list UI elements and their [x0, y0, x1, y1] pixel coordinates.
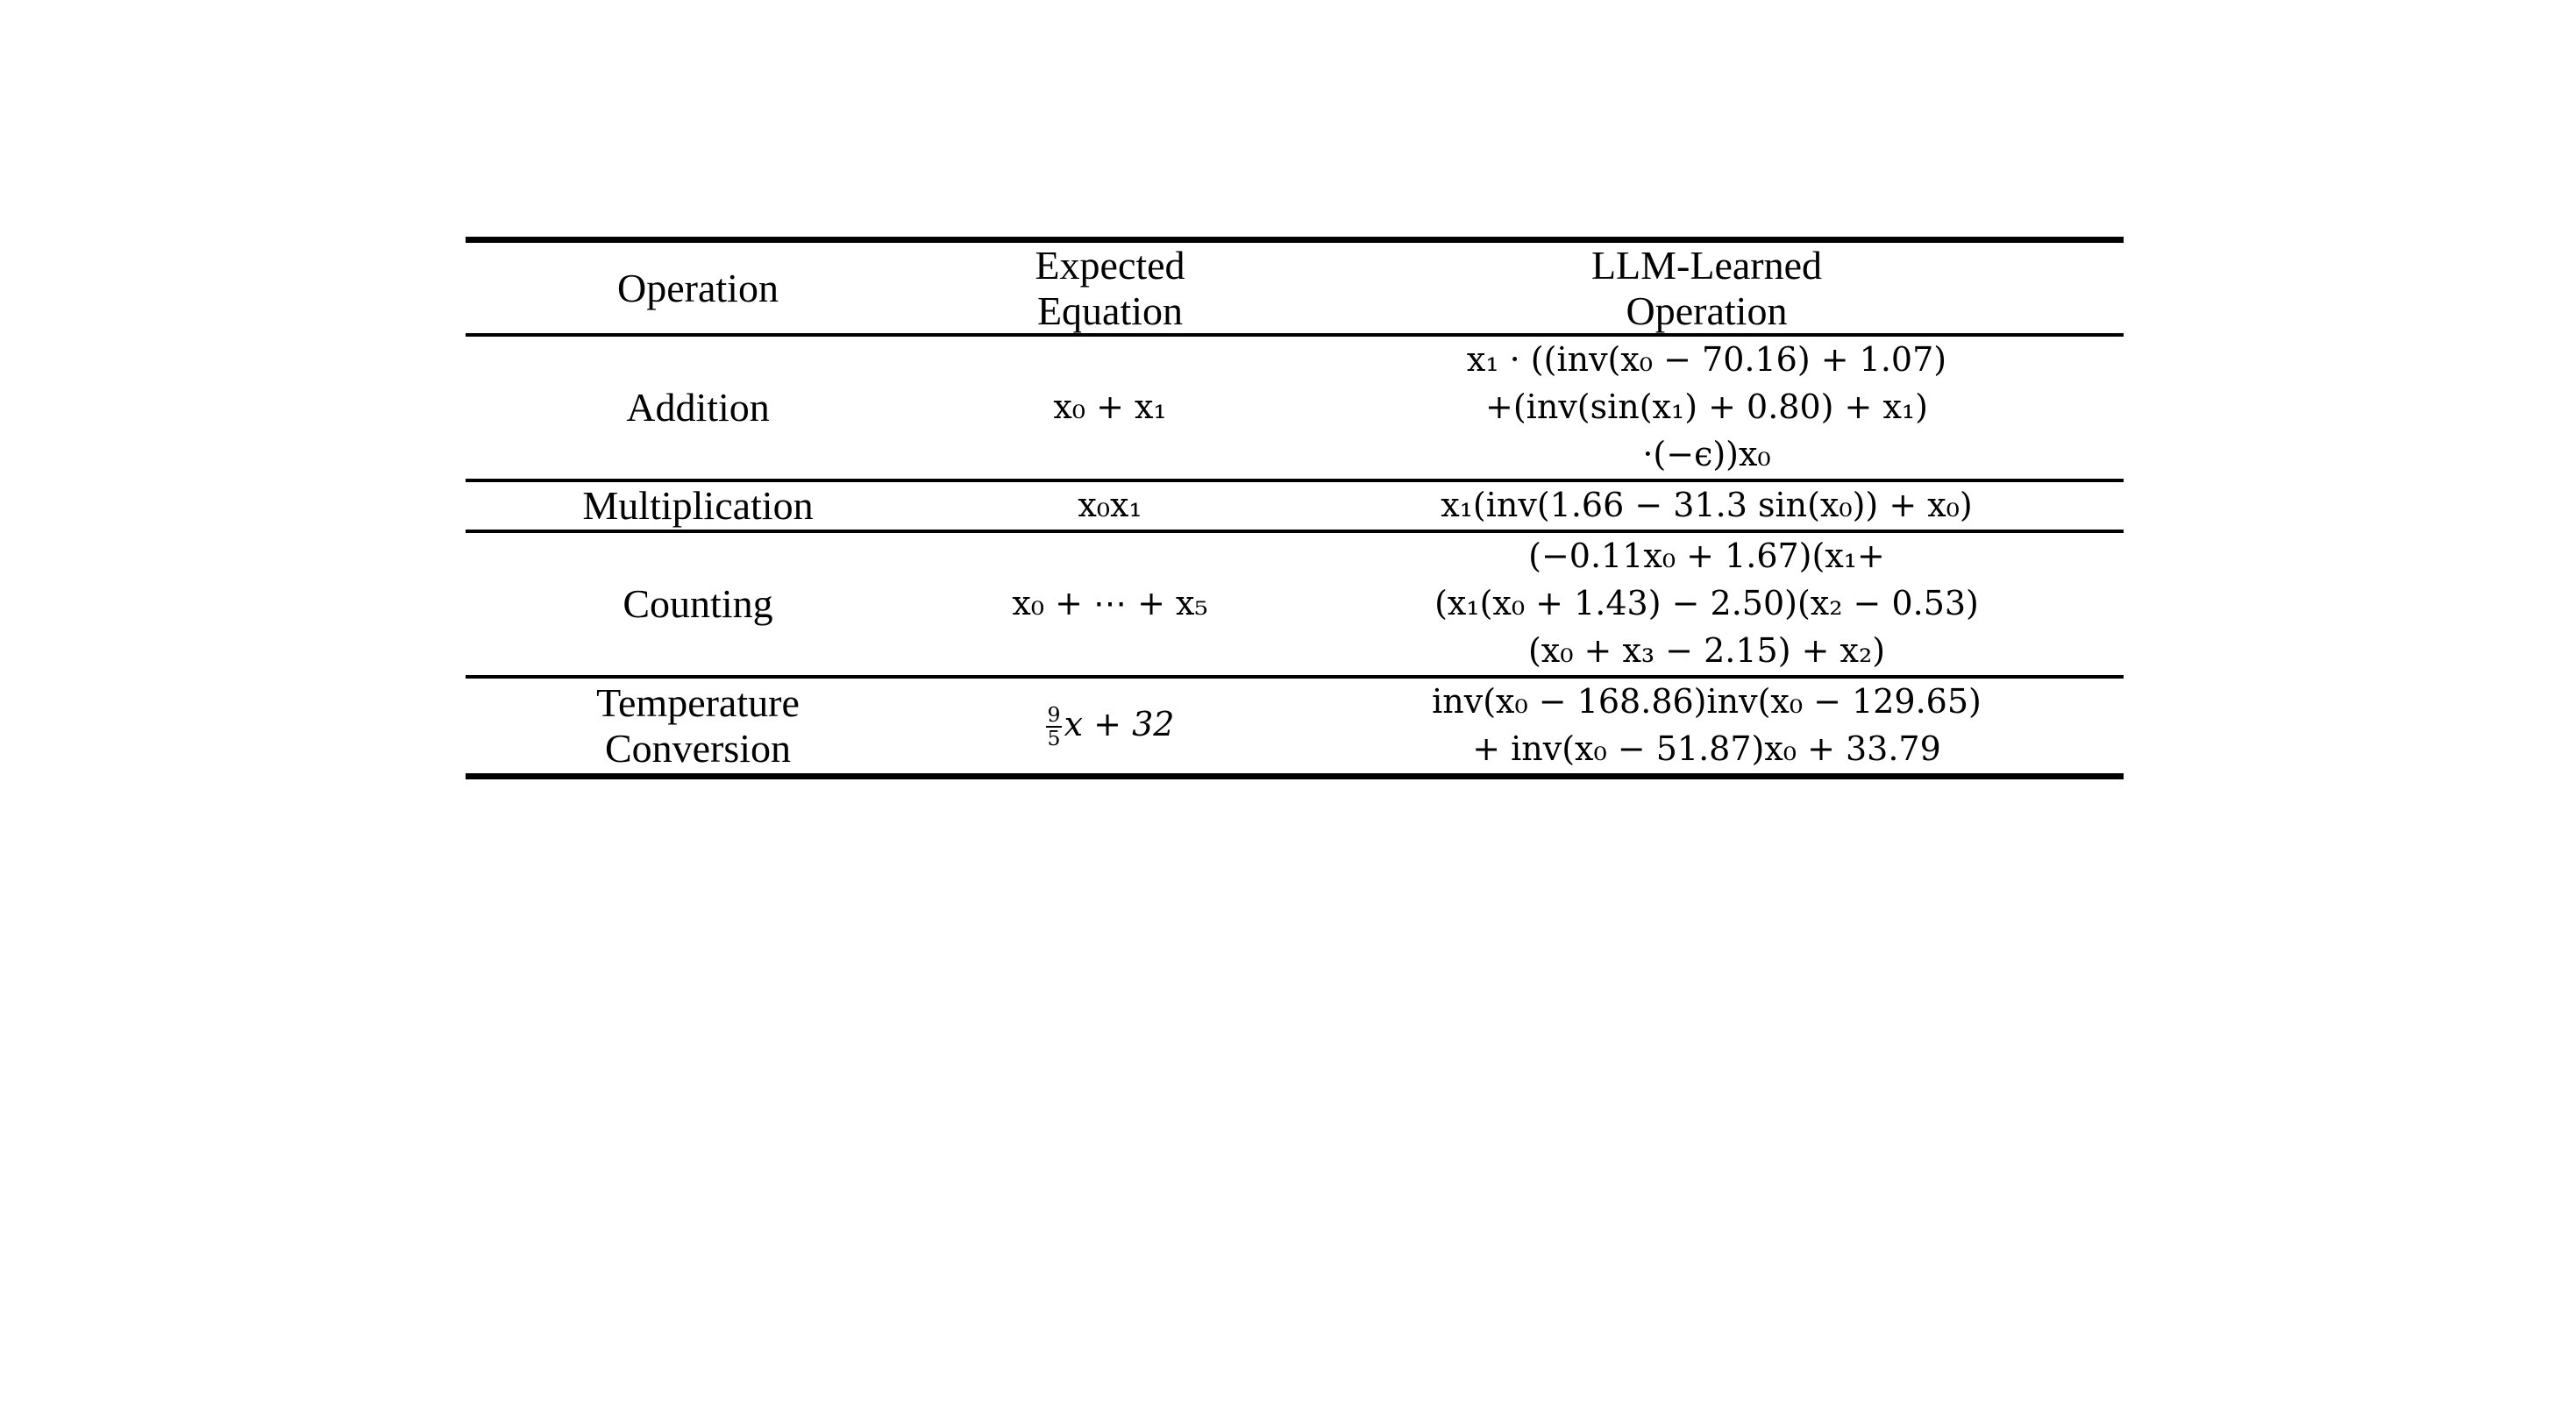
table-row: Multiplication x₀x₁ x₁(inv(1.66 − 31.3 s… — [466, 482, 2124, 531]
learned-counting-line-2: (x₁(x₀ + 1.43) − 2.50)(x₂ − 0.53) — [1434, 583, 1979, 622]
learned-addition-line-3: ·(−ϵ))x₀ — [1642, 434, 1771, 473]
learned-operation-temperature-conversion: inv(x₀ − 168.86)inv(x₀ − 129.65) + inv(x… — [1290, 679, 2124, 776]
learned-operation-multiplication: x₁(inv(1.66 − 31.3 sin(x₀)) + x₀) — [1290, 482, 2124, 531]
fraction-numerator: 9 — [1047, 702, 1061, 728]
row-label-multiplication-line-1: Multiplication — [582, 483, 814, 529]
learned-temperature-line-2: + inv(x₀ − 51.87)x₀ + 33.79 — [1472, 729, 1941, 768]
header-expected-line-1: Expected — [1035, 243, 1185, 288]
learned-multiplication-line-1: x₁(inv(1.66 − 31.3 sin(x₀)) + x₀) — [1441, 485, 1973, 524]
expected-equation-addition: x₀ + x₁ — [930, 337, 1290, 480]
expected-multiplication-line-1: x₀x₁ — [1078, 485, 1142, 524]
header-llm-line-1: LLM-Learned — [1590, 243, 1823, 288]
table-header-row: Operation Expected Equation LLM-Learned … — [466, 243, 2124, 335]
row-label-multiplication: Multiplication — [466, 482, 930, 531]
fraction-denominator: 5 — [1045, 726, 1063, 751]
column-header-operation: Operation — [466, 243, 930, 335]
row-label-counting: Counting — [466, 533, 930, 677]
results-table-container: Operation Expected Equation LLM-Learned … — [466, 237, 2124, 782]
learned-operation-counting: (−0.11x₀ + 1.67)(x₁+ (x₁(x₀ + 1.43) − 2.… — [1290, 533, 2124, 677]
learned-counting-line-3: (x₀ + x₃ − 2.15) + x₂) — [1527, 630, 1886, 670]
learned-operation-addition: x₁ · ((inv(x₀ − 70.16) + 1.07) +(inv(sin… — [1290, 337, 2124, 480]
row-label-temperature-line-1: Temperature — [596, 680, 800, 726]
expected-addition-line-1: x₀ + x₁ — [1053, 387, 1167, 426]
bottom-rule-line — [466, 773, 2124, 782]
table-top-rule — [466, 237, 2124, 245]
expected-equation-multiplication: x₀x₁ — [930, 482, 1290, 531]
column-header-llm-learned-operation: LLM-Learned Operation — [1290, 243, 2124, 335]
header-expected-line-2: Equation — [1036, 288, 1184, 333]
table-row: Addition x₀ + x₁ x₁ · ((inv(x₀ − 70.16) … — [466, 337, 2124, 480]
row-label-temperature-line-2: Conversion — [604, 725, 792, 771]
learned-counting-line-1: (−0.11x₀ + 1.67)(x₁+ — [1528, 536, 1885, 575]
learned-temperature-line-1: inv(x₀ − 168.86)inv(x₀ − 129.65) — [1432, 681, 1982, 721]
header-llm-line-2: Operation — [1626, 288, 1788, 333]
row-label-temperature-conversion: Temperature Conversion — [466, 679, 930, 776]
row-label-addition-line-1: Addition — [626, 385, 770, 430]
header-operation-line-1: Operation — [617, 265, 779, 310]
row-label-addition: Addition — [466, 337, 930, 480]
llm-learned-operations-table: Operation Expected Equation LLM-Learned … — [466, 237, 2124, 782]
expected-counting-line-1: x₀ + ⋯ + x₅ — [1012, 583, 1208, 622]
learned-addition-line-2: +(inv(sin(x₁) + 0.80) + x₁) — [1485, 387, 1928, 426]
expected-equation-counting: x₀ + ⋯ + x₅ — [930, 533, 1290, 677]
table-bottom-rule — [466, 773, 2124, 782]
table-row: Counting x₀ + ⋯ + x₅ (−0.11x₀ + 1.67)(x₁… — [466, 533, 2124, 677]
row-label-counting-line-1: Counting — [623, 581, 773, 627]
top-rule-line — [466, 237, 2124, 245]
expected-temperature-tail: x + 32 — [1064, 705, 1175, 744]
column-header-expected-equation: Expected Equation — [930, 243, 1290, 335]
learned-addition-line-1: x₁ · ((inv(x₀ − 70.16) + 1.07) — [1466, 340, 1947, 380]
